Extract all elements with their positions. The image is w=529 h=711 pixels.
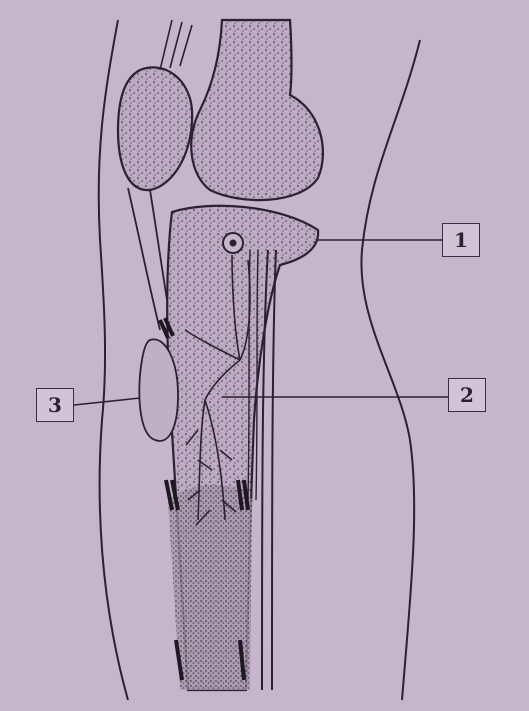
fibula (262, 250, 276, 690)
label-1: 1 (442, 223, 480, 257)
femur (191, 20, 323, 200)
patellar-ligament (128, 188, 172, 330)
patella (118, 67, 192, 190)
label-3: 3 (36, 388, 74, 422)
skin-outline-right (361, 40, 420, 700)
leader-line-3 (74, 398, 140, 405)
quadriceps-tendon (160, 20, 192, 70)
label-2: 2 (448, 378, 486, 412)
